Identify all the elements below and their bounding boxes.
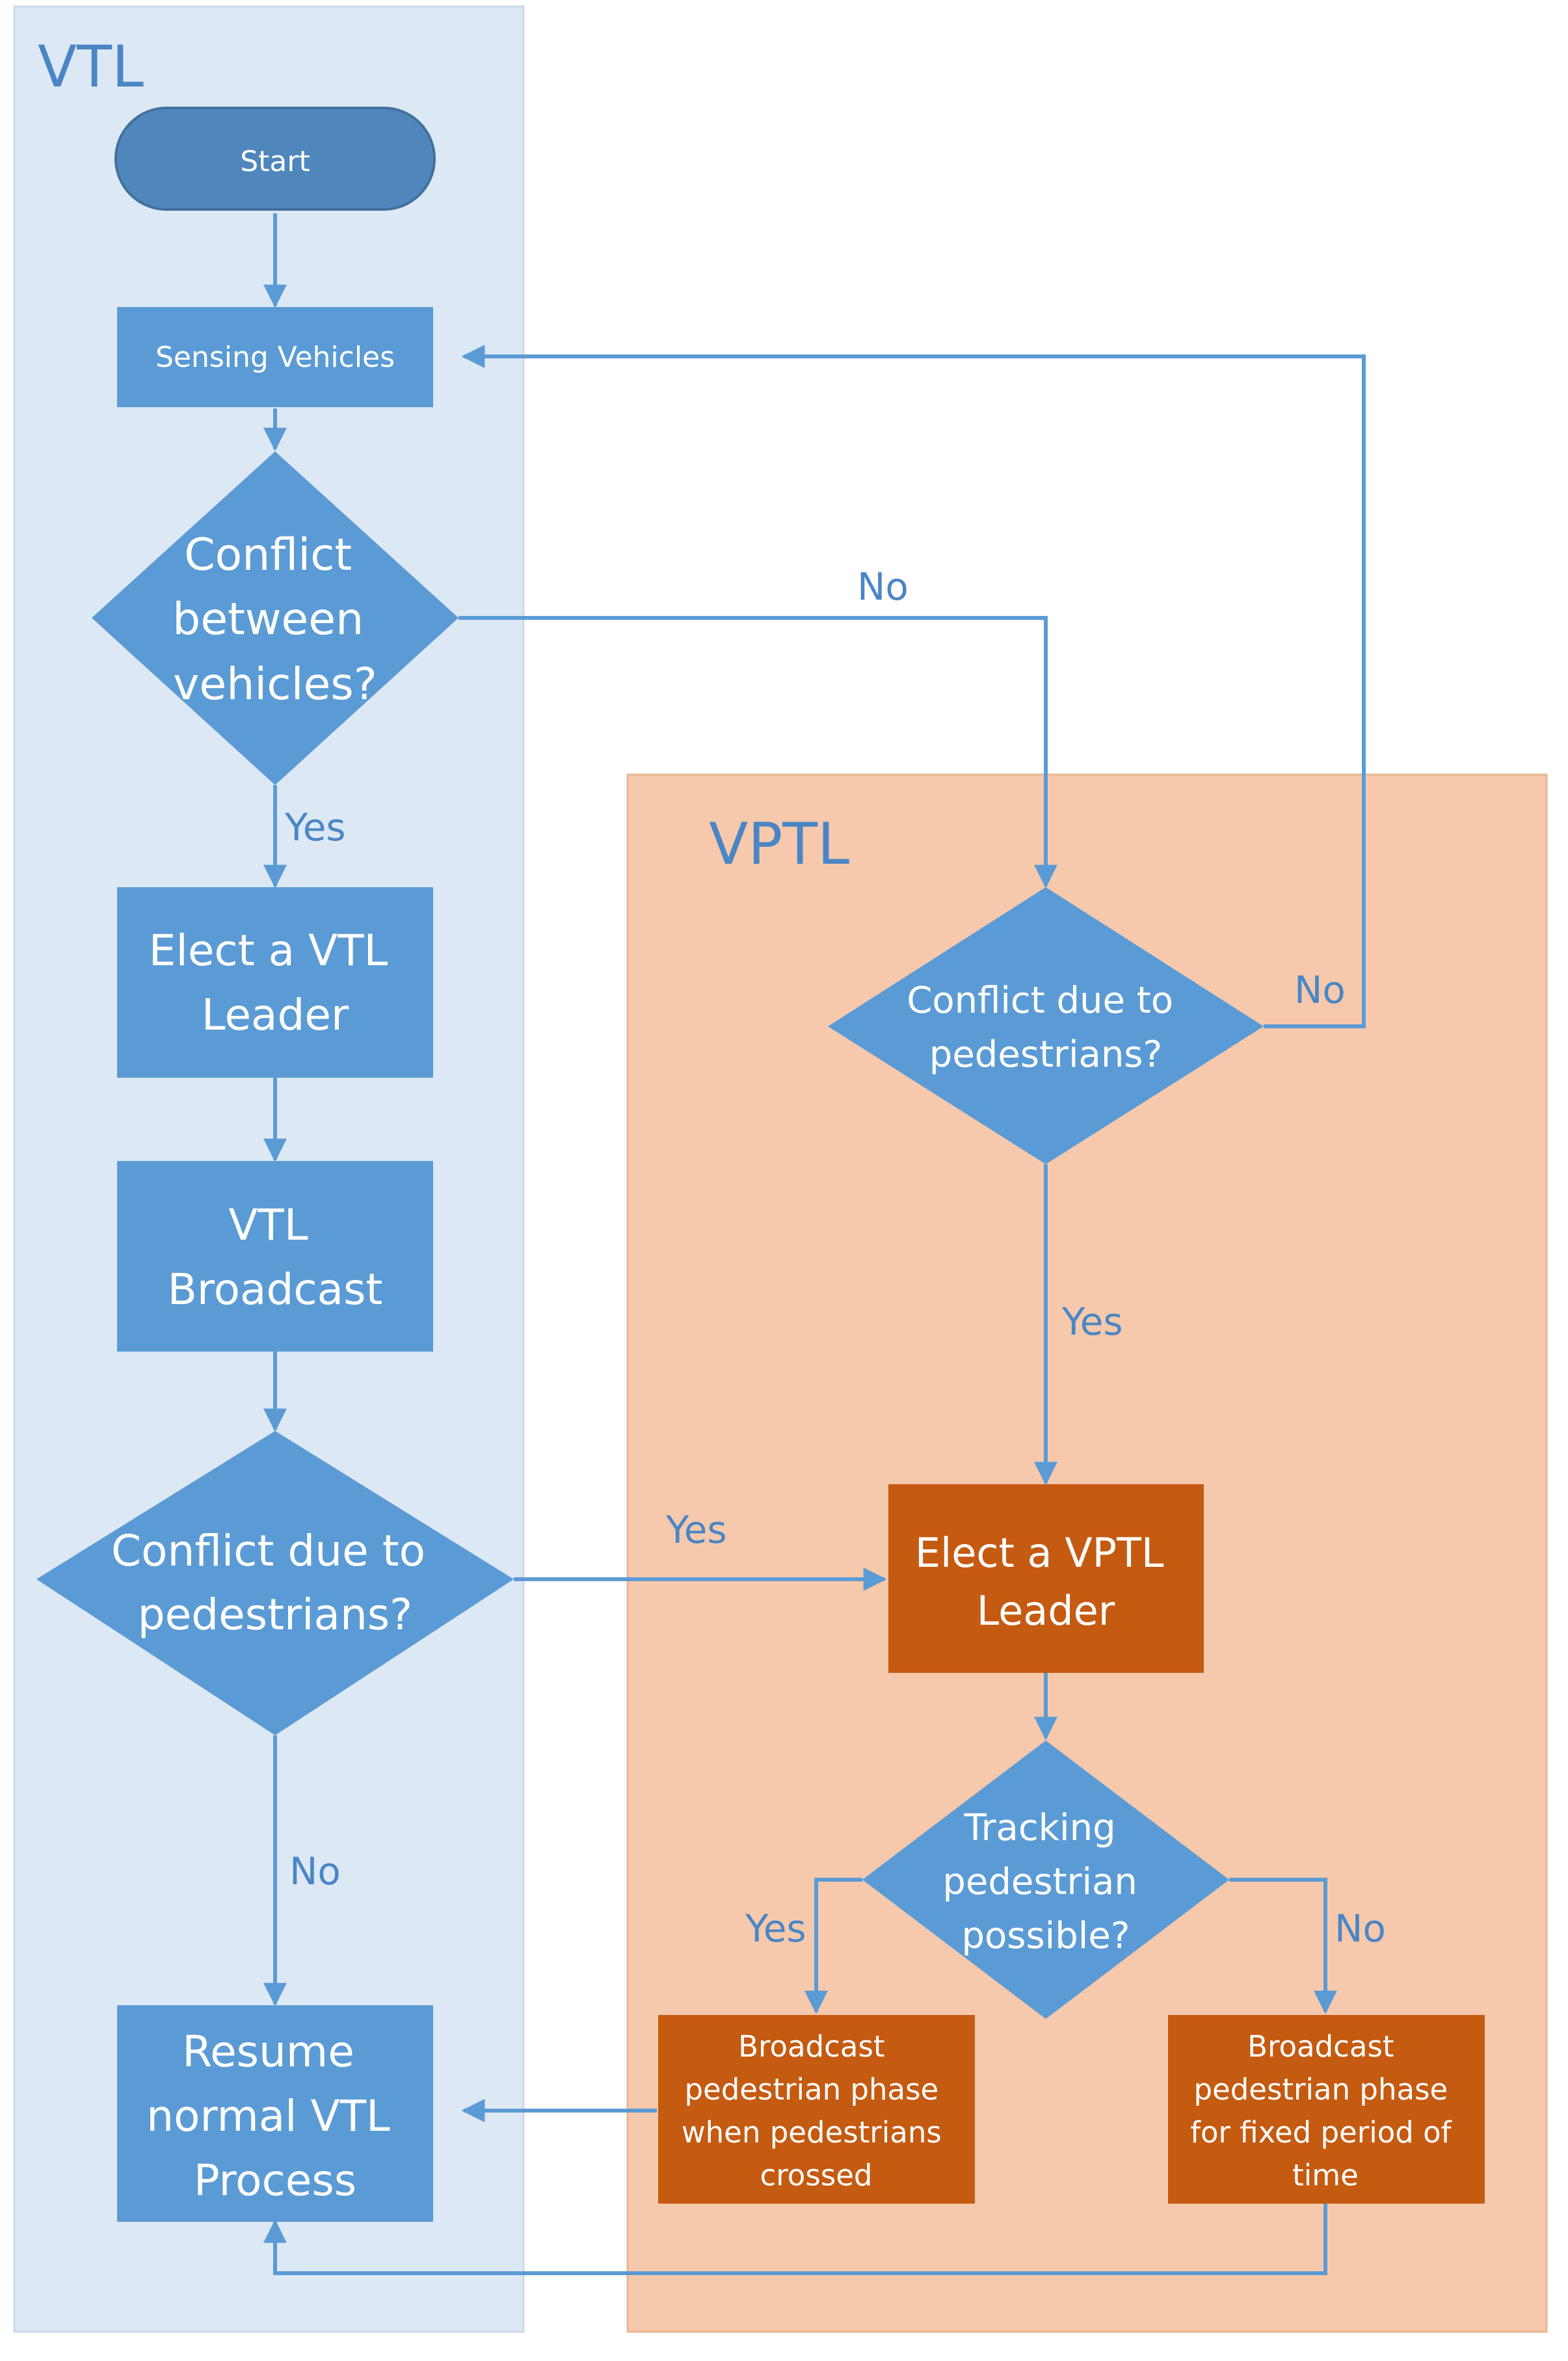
edge-labels: No Yes No Yes Yes No Yes No [284,565,1386,1951]
edge-label-vtl-conflict-yes: Yes [665,1508,727,1552]
edge-tracking-no [1229,1878,1337,2014]
edge-label-conflict-vehicles-yes: Yes [284,805,346,849]
conflict-ped-vtl-diamond [36,1431,514,1735]
edge-label-vptl-conflict-yes: Yes [1061,1300,1123,1344]
conflict-ped-vtl-label: Conflict due to pedestrians? [111,1526,439,1640]
sensing-vehicles-label: Sensing Vehicles [155,341,395,374]
node-texts: Start Sensing Vehicles Conflict between … [111,145,1461,2206]
conflict-vehicles-label: Conflict between vehicles? [172,529,378,710]
edge-label-tracking-yes: Yes [745,1906,806,1951]
conflict-ped-vptl-diamond [828,887,1264,1164]
tracking-label: Tracking pedestrian possible? [942,1807,1149,1957]
vtl-broadcast-box [117,1161,433,1352]
elect-vtl-leader-label: Elect a VTL Leader [149,926,401,1040]
edge-label-conflict-vehicles-no: No [857,565,909,609]
broadcast-crossed-label: Broadcast pedestrian phase when pedestri… [682,2029,951,2193]
vtl-broadcast-label: VTL Broadcast [168,1200,383,1314]
edge-label-vptl-conflict-no: No [1294,968,1346,1012]
broadcast-fixed-label: Broadcast pedestrian phase for fixed per… [1190,2029,1461,2193]
resume-vtl-label: Resume normal VTL Process [146,2027,403,2206]
tracking-diamond [862,1741,1229,2019]
elect-vptl-leader-label: Elect a VPTL Leader [915,1529,1176,1634]
nodes [36,107,1485,2222]
start-terminator [114,107,436,211]
edge-conflict-vehicles-no [458,616,1057,888]
edges [263,213,1366,2275]
edge-vptl-conflict-no [461,345,1366,1028]
sensing-vehicles-box [117,307,433,407]
conflict-vehicles-diamond [92,451,458,785]
resume-vtl-box [117,2005,433,2222]
edge-broadcast-fixed-to-resume [263,2202,1327,2275]
edge-tracking-yes [804,1878,862,2014]
edge-label-vtl-conflict-no: No [289,1849,341,1893]
vptl-lane-title: VPTL [709,810,849,877]
elect-vptl-leader-box [888,1484,1204,1673]
elect-vtl-leader-box [117,887,433,1078]
conflict-ped-vptl-label: Conflict due to pedestrians? [907,980,1185,1076]
broadcast-crossed-box [658,2015,975,2204]
start-label: Start [240,145,310,178]
edge-label-tracking-no: No [1335,1906,1386,1951]
vtl-lane-title: VTL [38,33,144,100]
broadcast-fixed-box [1168,2015,1485,2204]
